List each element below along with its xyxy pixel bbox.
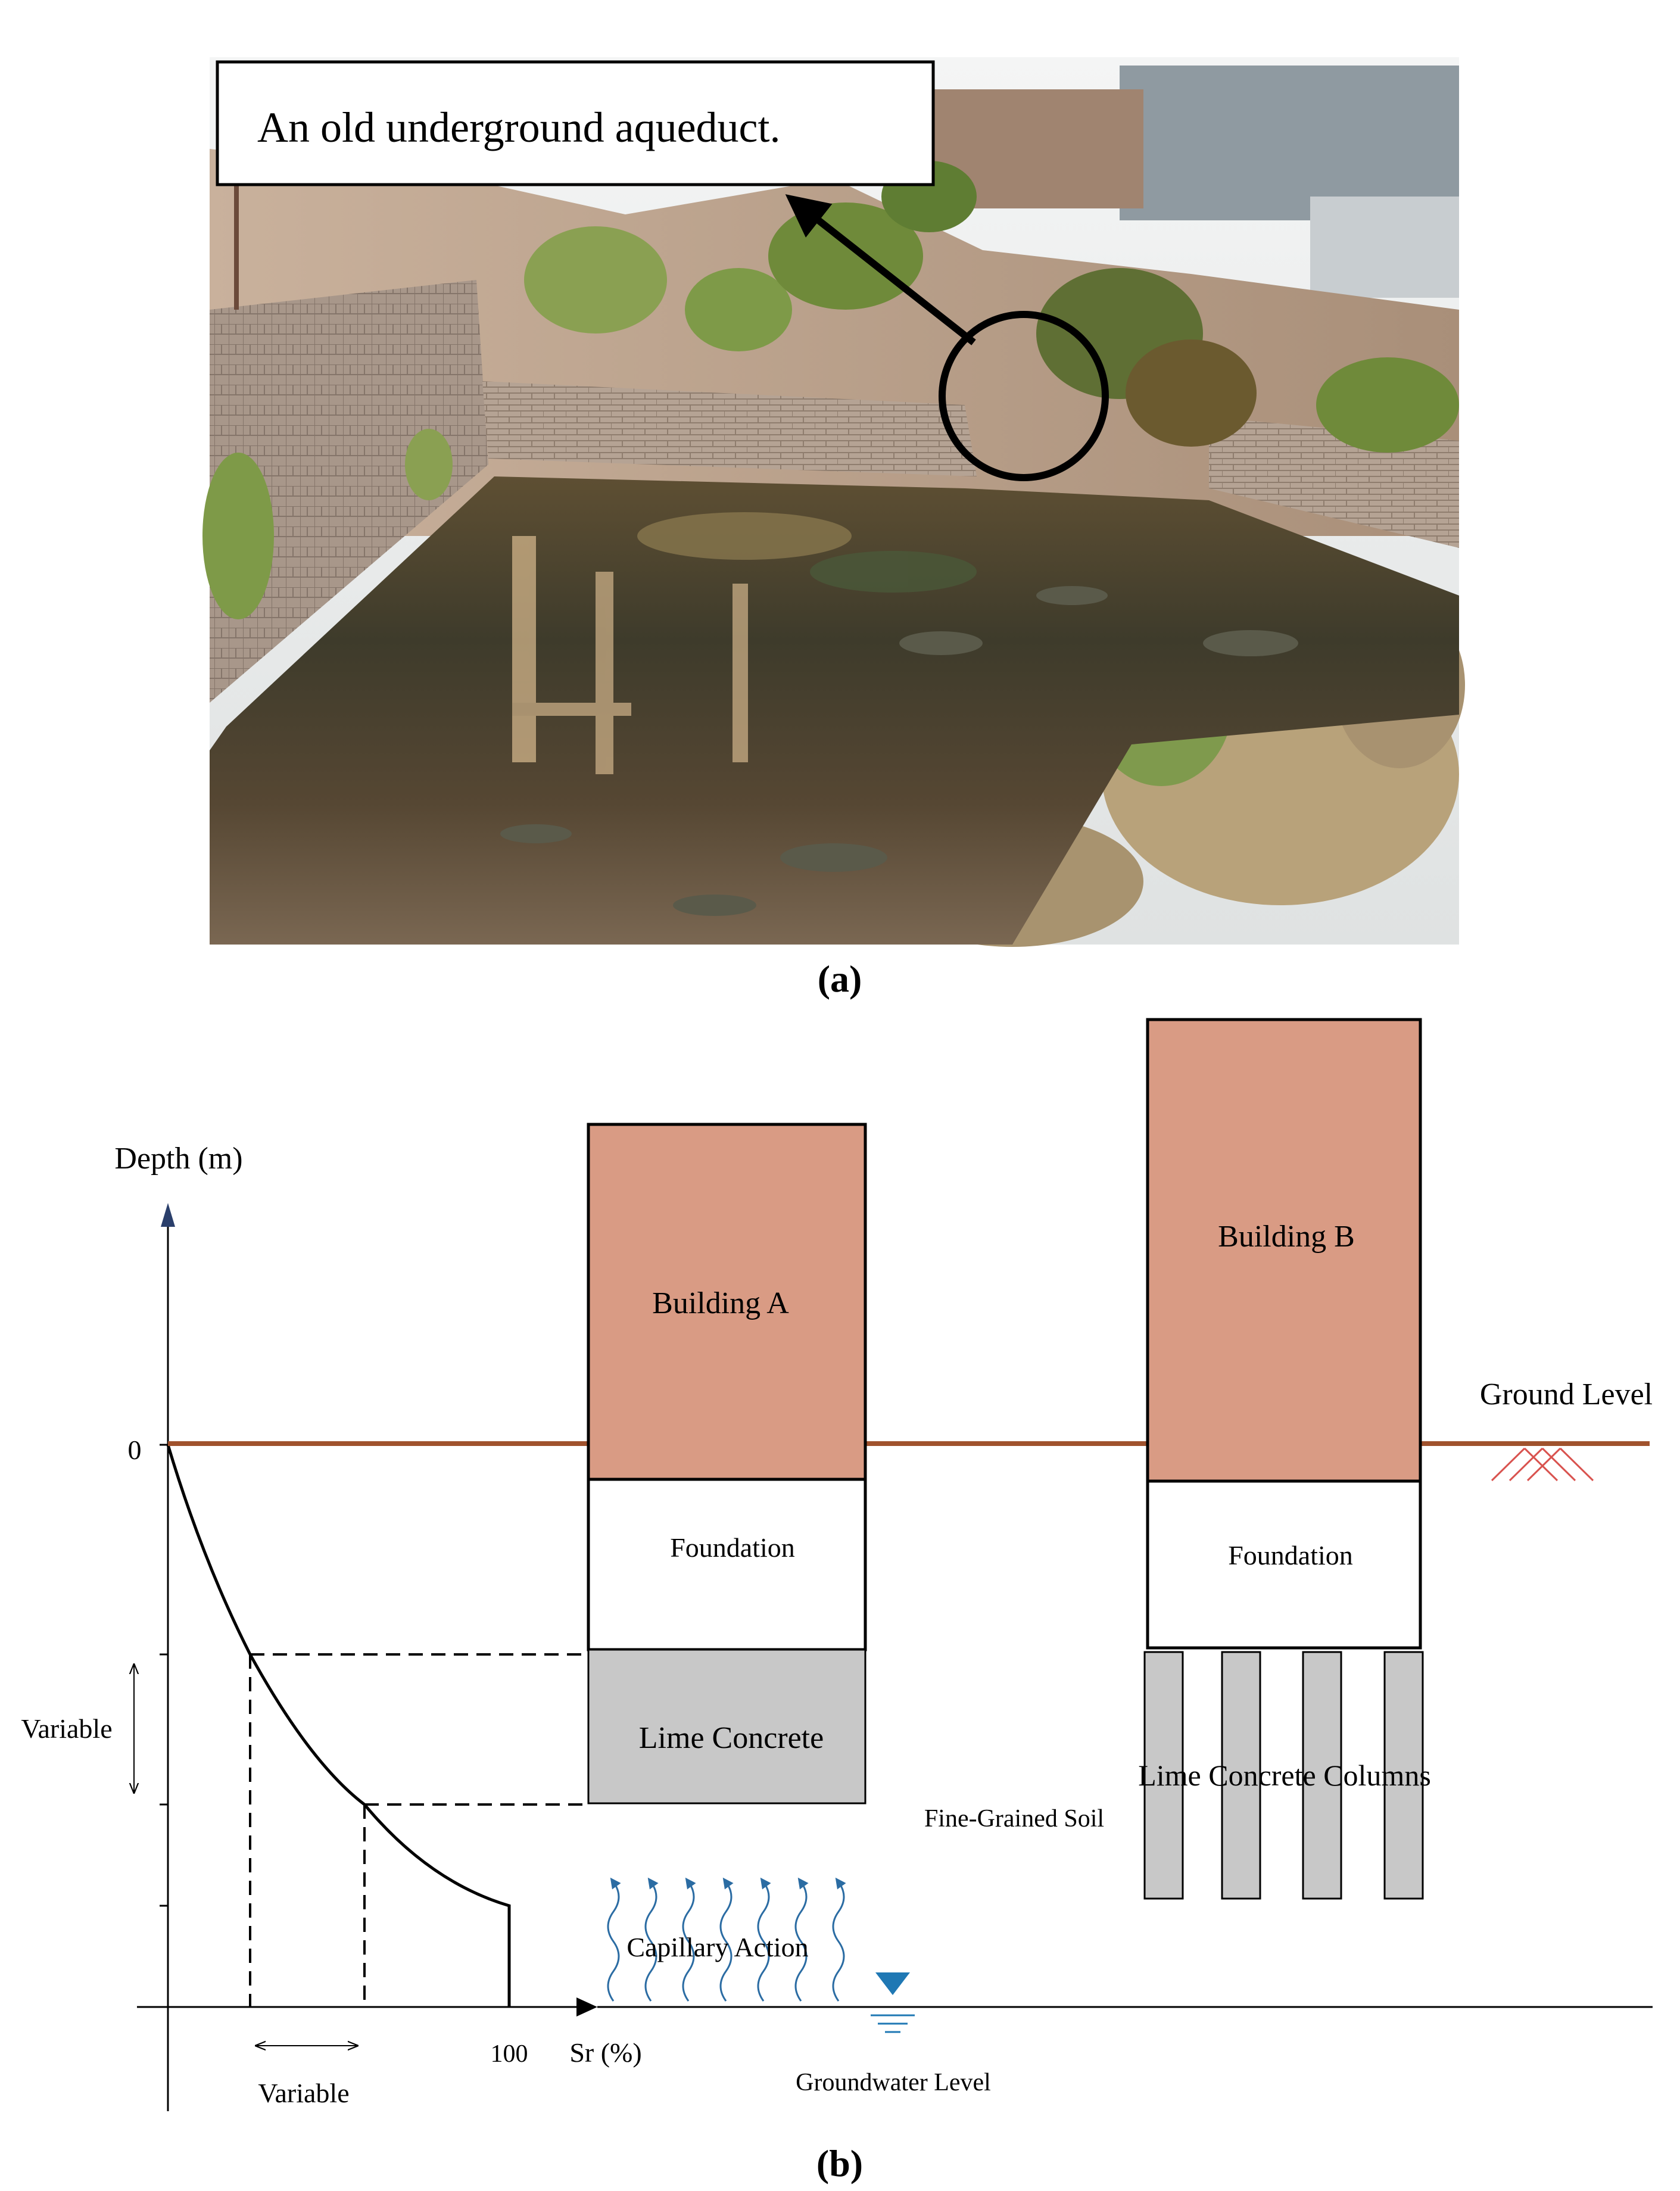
background-wall-right xyxy=(1310,197,1459,298)
capillary-arrows xyxy=(607,1877,846,2002)
callout-arrow xyxy=(785,194,976,345)
capillary-arrow xyxy=(719,1877,734,2002)
callout-box xyxy=(216,60,935,186)
aqueduct-circle xyxy=(939,311,1109,481)
building-a-lime-concrete xyxy=(587,1648,867,1804)
back-brick-wall xyxy=(482,381,977,476)
background-building-right xyxy=(1120,66,1459,220)
panel-a-label: (a) xyxy=(818,958,862,1000)
building-b-foundation xyxy=(1146,1479,1422,1650)
ground-level-label: Ground Level xyxy=(1480,1377,1653,1411)
zero-label: 0 xyxy=(128,1435,142,1465)
lime-column xyxy=(1383,1651,1424,1900)
building-b-label: Building B xyxy=(1218,1220,1355,1254)
water-debris xyxy=(500,586,1298,916)
lime-column xyxy=(1143,1651,1184,1900)
y-axis-arrowhead xyxy=(161,1203,175,1227)
pole xyxy=(234,137,239,310)
soil-label: Fine-Grained Soil xyxy=(924,1805,1104,1832)
capillary-arrow xyxy=(644,1877,659,2002)
building-b-foundation-label: Foundation xyxy=(1228,1540,1353,1570)
variable-horizontal-label: Variable xyxy=(258,2078,349,2108)
capillary-arrow xyxy=(607,1877,621,2002)
building-b xyxy=(1146,1018,1422,1483)
capillary-label: Capillary Action xyxy=(627,1932,808,1962)
capillary-arrow xyxy=(757,1877,771,2002)
lime-column xyxy=(1302,1651,1342,1900)
water-reflections xyxy=(512,512,977,774)
building-a-label: Building A xyxy=(652,1286,789,1320)
ground-hatch xyxy=(1491,1447,1594,1482)
variable-vertical-label: Variable xyxy=(21,1713,112,1744)
left-brick-wall xyxy=(210,280,488,703)
panel-a-photo: An old underground aqueduct. xyxy=(202,57,1465,947)
panel-b-diagram: Depth (m) 0 100 Sr (%) Variable Variable… xyxy=(21,1018,1653,2111)
capillary-arrow xyxy=(682,1877,696,2002)
columns-label: Lime Concrete Columns xyxy=(1138,1759,1431,1792)
building-a-foundation-label: Foundation xyxy=(670,1532,795,1563)
building-a xyxy=(587,1123,867,1481)
building-a-lime-label: Lime Concrete xyxy=(639,1721,824,1755)
y-axis-title: Depth (m) xyxy=(114,1142,242,1176)
groundwater-label: Groundwater Level xyxy=(796,2069,991,2096)
capillary-arrow xyxy=(832,1877,846,2002)
callout-text: An old underground aqueduct. xyxy=(257,104,780,151)
lime-column xyxy=(1221,1651,1261,1900)
saturation-curve xyxy=(166,1444,511,2007)
building-a-foundation xyxy=(587,1478,867,1651)
x-value-100: 100 xyxy=(491,2040,528,2068)
capillary-arrow xyxy=(794,1877,809,2002)
groundwater-symbol xyxy=(875,1972,910,1995)
x-axis-arrowhead xyxy=(576,1997,597,2017)
panel-b-label: (b) xyxy=(816,2142,863,2184)
x-axis-title: Sr (%) xyxy=(569,2037,641,2068)
